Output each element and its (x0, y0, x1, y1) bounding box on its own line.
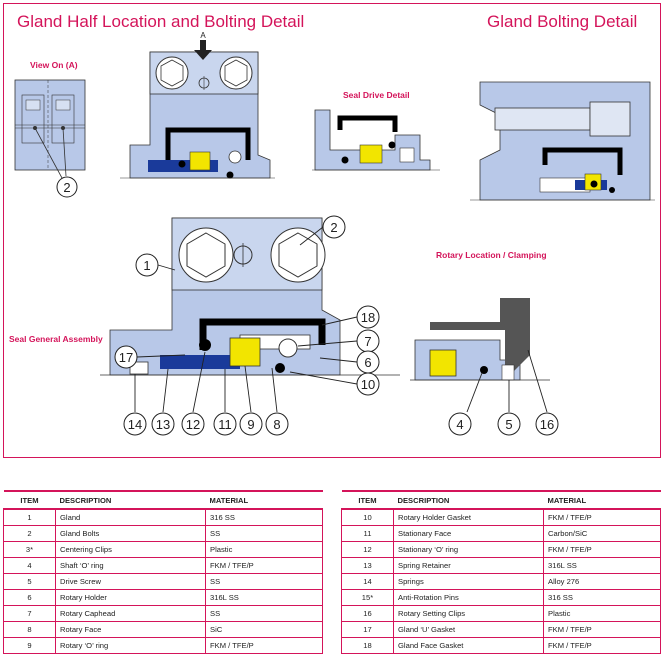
callout-11: 11 (213, 412, 237, 436)
col-description: DESCRIPTION (55, 490, 206, 510)
arrow-a-label: A (200, 31, 206, 40)
drawing-frame (3, 3, 661, 458)
label-seal-general-assembly: Seal General Assembly (9, 334, 103, 344)
svg-text:1: 1 (143, 258, 150, 273)
svg-text:16: 16 (540, 417, 554, 432)
leader-lines (134, 226, 548, 413)
svg-text:2: 2 (330, 220, 337, 235)
svg-text:8: 8 (273, 417, 280, 432)
callout-12: 12 (181, 412, 205, 436)
callout-10: 10 (356, 372, 380, 396)
label-view-on-a: View On (A) (30, 60, 78, 70)
callout-16: 16 (535, 412, 559, 436)
svg-text:7: 7 (364, 334, 371, 349)
callout-8: 8 (265, 412, 289, 436)
label-seal-drive-detail: Seal Drive Detail (343, 90, 410, 100)
col-item: ITEM (341, 490, 394, 510)
svg-text:6: 6 (364, 355, 371, 370)
svg-text:14: 14 (128, 417, 142, 432)
label-rotary-location-clamping: Rotary Location / Clamping (436, 250, 547, 260)
callout-2: 2 (322, 215, 346, 239)
rotary-location-drawing (410, 298, 550, 381)
svg-text:17: 17 (119, 350, 133, 365)
callout-6: 6 (356, 350, 380, 374)
callout-18: 18 (356, 305, 380, 329)
callout-7: 7 (356, 329, 380, 353)
callout-4: 4 (448, 412, 472, 436)
col-material: MATERIAL (543, 490, 661, 510)
svg-text:4: 4 (456, 417, 463, 432)
svg-text:5: 5 (505, 417, 512, 432)
callout-2-view-label: 2 (63, 180, 70, 195)
svg-text:18: 18 (361, 310, 375, 325)
callout-1: 1 (135, 253, 159, 277)
callout-17: 17 (114, 345, 138, 369)
callout-13: 13 (151, 412, 175, 436)
col-description: DESCRIPTION (393, 490, 544, 510)
col-material: MATERIAL (205, 490, 323, 510)
svg-text:9: 9 (247, 417, 254, 432)
callout-9: 9 (239, 412, 263, 436)
drawings-svg: 2 A (14, 31, 655, 436)
callout-14: 14 (123, 412, 147, 436)
callout-5: 5 (497, 412, 521, 436)
seal-drive-detail-drawing (312, 109, 440, 171)
svg-text:13: 13 (156, 417, 170, 432)
svg-text:10: 10 (361, 377, 375, 392)
svg-text:11: 11 (218, 417, 232, 432)
table-header-row: ITEM DESCRIPTION MATERIAL (341, 490, 661, 510)
table-header-row: ITEM DESCRIPTION MATERIAL (3, 490, 323, 510)
gland-bolting-detail-drawing (470, 81, 655, 201)
view-on-a-drawing (14, 79, 86, 179)
title-gland-half-location: Gland Half Location and Bolting Detail (17, 12, 305, 31)
view-arrow-a: A (194, 31, 212, 60)
svg-text:12: 12 (186, 417, 200, 432)
callout-2-view: 2 (56, 176, 78, 198)
seal-general-assembly-drawing (100, 217, 400, 376)
title-gland-bolting-detail: Gland Bolting Detail (487, 12, 638, 31)
gland-half-location-drawing (120, 51, 275, 179)
col-item: ITEM (3, 490, 56, 510)
